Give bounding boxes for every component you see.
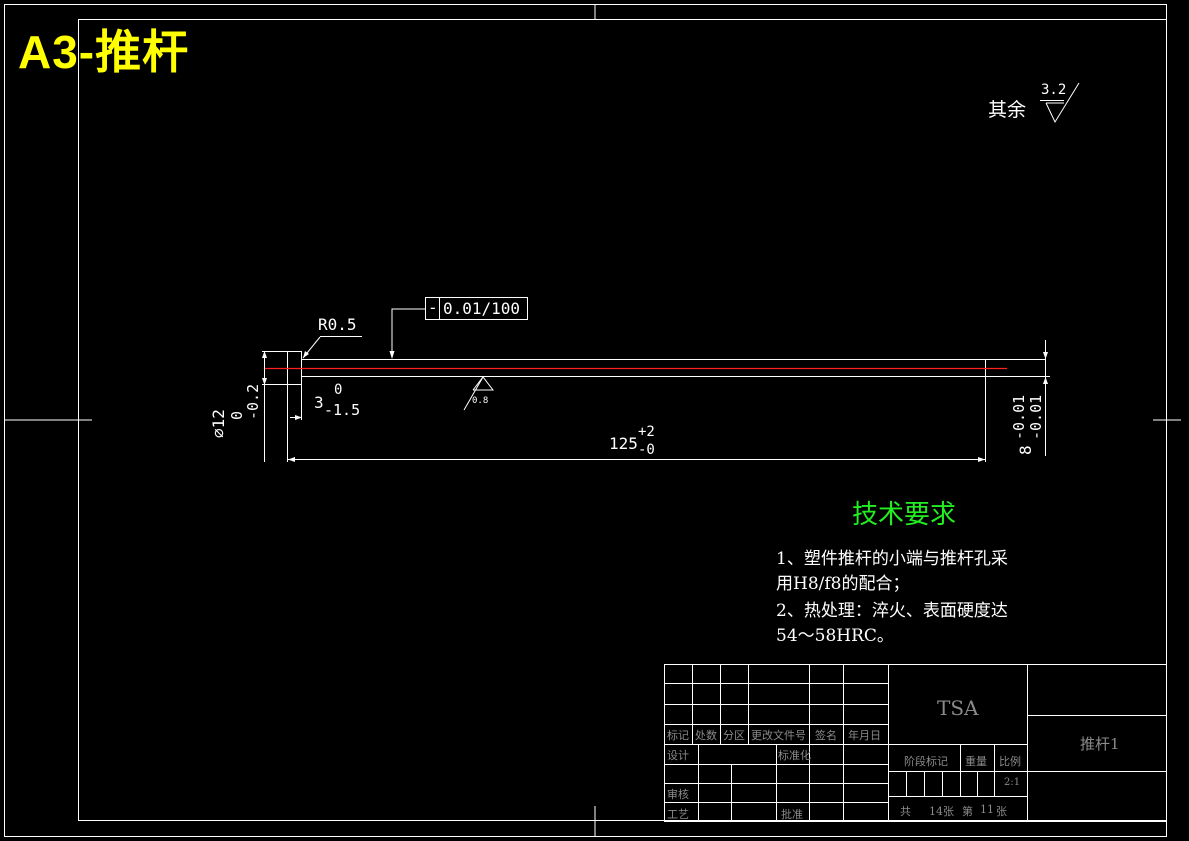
weight-label: 重量 bbox=[965, 755, 987, 768]
sheet-no-label: 第 bbox=[962, 805, 973, 818]
radius-label: R0.5 bbox=[318, 315, 357, 334]
requirement-line: 1、塑件推杆的小端与推杆孔采 bbox=[776, 549, 1008, 569]
sheet-title: A3-推杆 bbox=[18, 26, 190, 78]
straightness-symbol: - bbox=[428, 298, 438, 317]
standard-label: 标准化 bbox=[778, 749, 811, 762]
roughness-symbol bbox=[1040, 82, 1080, 124]
shaft-diameter-lower: -0.01 bbox=[1027, 394, 1045, 440]
header-zone: 分区 bbox=[723, 729, 745, 742]
design-label: 设计 bbox=[667, 749, 689, 762]
process-label: 工艺 bbox=[667, 808, 689, 821]
part-name: 推杆1 bbox=[1080, 735, 1120, 753]
length-lower: -0 bbox=[638, 442, 655, 458]
header-date: 年月日 bbox=[848, 729, 881, 742]
straightness-value: 0.01/100 bbox=[443, 299, 521, 318]
head-length-lower: -1.5 bbox=[324, 401, 361, 419]
company-name: TSA bbox=[937, 696, 979, 720]
approve-label: 批准 bbox=[781, 808, 803, 821]
inner-border bbox=[78, 19, 1167, 821]
roughness-value: 3.2 bbox=[1041, 82, 1067, 98]
requirements-title: 技术要求 bbox=[852, 500, 957, 530]
roughness-symbol-local bbox=[463, 376, 495, 411]
head-diameter-base: ⌀12 bbox=[209, 409, 228, 438]
centering-marks bbox=[4, 4, 1181, 836]
outer-border bbox=[4, 4, 1167, 837]
sheet-no: 11 bbox=[980, 803, 994, 816]
scale-value: 2:1 bbox=[1004, 777, 1021, 788]
sheet-unit: 张 bbox=[996, 805, 1007, 818]
sheets-count: 14张 bbox=[929, 805, 954, 818]
length-base: 125 bbox=[609, 434, 638, 453]
header-signature: 签名 bbox=[815, 729, 837, 742]
requirement-line: 54～58HRC。 bbox=[776, 626, 894, 646]
sheets-label: 共 bbox=[900, 805, 911, 818]
scale-label: 比例 bbox=[999, 755, 1021, 768]
arrowheads bbox=[262, 351, 1048, 462]
dimension-lines bbox=[262, 308, 1050, 462]
roughness-local-value: 0.8 bbox=[472, 396, 489, 406]
header-change-doc: 更改文件号 bbox=[751, 729, 806, 742]
header-mark: 标记 bbox=[667, 729, 689, 742]
title-block bbox=[664, 664, 1167, 822]
shaft-diameter-base: 8 bbox=[1016, 445, 1035, 455]
requirement-line: 2、热处理：淬火、表面硬度达 bbox=[776, 601, 1008, 621]
length-upper: +2 bbox=[638, 424, 655, 440]
stage-mark-label: 阶段标记 bbox=[904, 755, 948, 768]
head-diameter-lower: -0.2 bbox=[244, 383, 262, 420]
review-label: 审核 bbox=[667, 788, 689, 801]
head-length-upper: 0 bbox=[334, 382, 343, 398]
requirement-line: 用H8/f8的配合； bbox=[776, 574, 910, 594]
header-count: 处数 bbox=[695, 729, 717, 742]
straightness-frame bbox=[425, 297, 528, 320]
roughness-label: 其余 bbox=[988, 99, 1027, 121]
head-length-base: 3 bbox=[314, 393, 324, 412]
shaft-diameter-upper: -0.01 bbox=[1010, 394, 1028, 440]
